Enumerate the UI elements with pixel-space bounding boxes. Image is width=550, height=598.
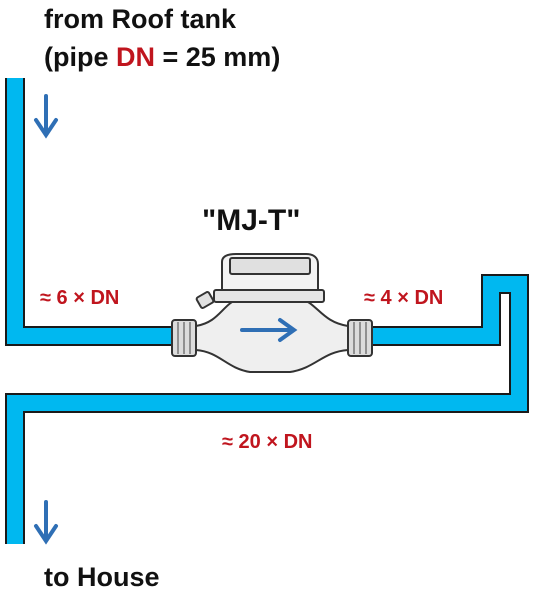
upstream-distance-label: ≈ 6 × DN [40,287,120,309]
pipe-size-suffix: = 25 mm) [155,42,281,72]
pipe-size-dn: DN [116,42,155,72]
flow-arrow-down-icon [34,500,58,545]
return-distance-label: ≈ 20 × DN [222,431,313,453]
flow-arrow-down-icon [34,94,58,139]
meter-model-label: "MJ-T" [202,204,301,237]
downstream-distance-label: ≈ 4 × DN [364,287,444,309]
flow-arrow-right-icon [240,318,298,342]
destination-label: to House [44,562,160,592]
water-meter-icon [171,253,373,373]
pipe-size-prefix: (pipe [44,42,116,72]
pipe [7,78,527,544]
source-label: from Roof tank [44,4,236,34]
pipe-size-label: (pipe DN = 25 mm) [44,44,280,71]
